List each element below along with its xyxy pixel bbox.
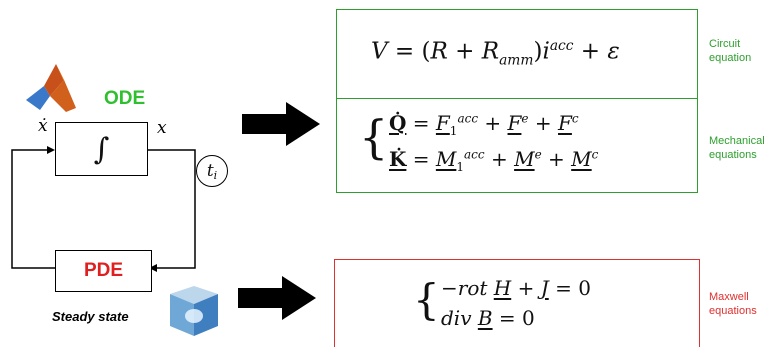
circuit-equation: V = (R + Ramm)iacc + ε [371, 38, 620, 69]
maxwell-note: Maxwell equations [709, 291, 757, 317]
mechanical-equation-1: Q̇ = F1acc + Fe + Fc [389, 111, 579, 138]
maxwell-equation-2: div B = 0 [441, 306, 535, 330]
matlab-logo-icon [26, 64, 76, 112]
steady-state-caption: Steady state [52, 309, 129, 324]
brace: { [359, 110, 389, 164]
time-subscript: i [213, 168, 218, 182]
ode-label: ODE [104, 88, 146, 109]
input-variable: ẋ [38, 116, 48, 136]
pde-block: PDE [55, 250, 152, 292]
maxwell-equation-1: −rot H + J = 0 [441, 276, 591, 300]
circuit-note: Circuit equation [709, 38, 752, 64]
output-variable: x [157, 118, 167, 138]
time-variable: t [206, 161, 214, 181]
mechanical-equation-box: { Q̇ = F1acc + Fe + Fc K̇ = M1acc + Me +… [336, 98, 698, 193]
integral-symbol: ∫ [93, 131, 110, 167]
brace: { [413, 275, 440, 324]
circuit-equation-box: V = (R + Ramm)iacc + ε [336, 9, 698, 99]
right-arrow-icon [242, 102, 320, 146]
mechanical-equation-2: K̇ = M1acc + Me + Mc [389, 147, 599, 174]
pde-label: PDE [83, 260, 124, 281]
fem-software-icon [170, 286, 218, 336]
integrator-block: ∫ [55, 122, 148, 176]
right-arrow-icon [238, 276, 316, 320]
mechanical-note: Mechanical equations [709, 135, 765, 161]
maxwell-equation-box: { −rot H + J = 0 div B = 0 [334, 259, 700, 347]
